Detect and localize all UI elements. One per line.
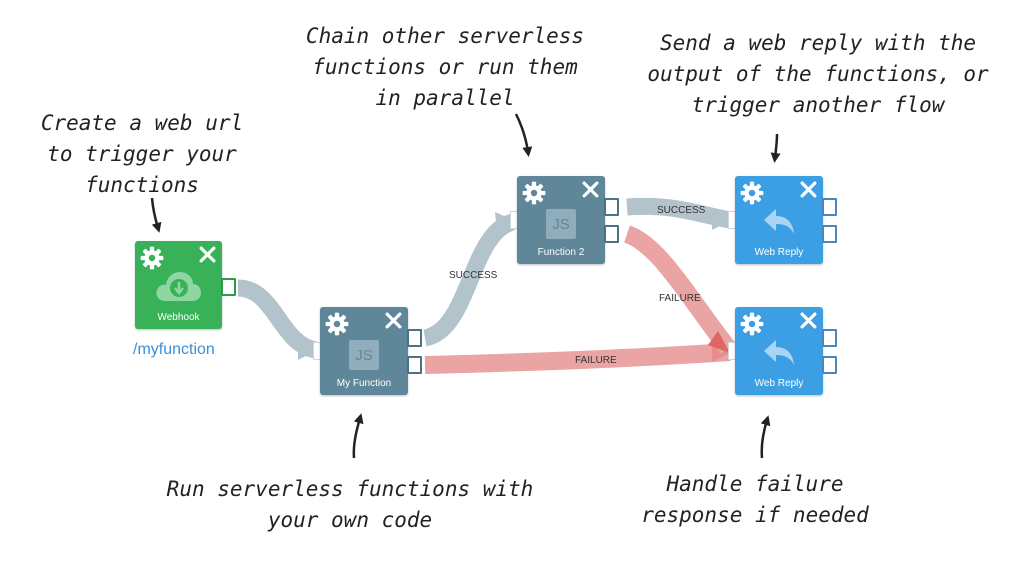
edge-label-success: SUCCESS — [657, 205, 706, 216]
close-icon[interactable] — [800, 181, 817, 198]
annotation-failure: Handle failure response if needed — [630, 469, 880, 531]
annotation-line: trigger another flow — [691, 93, 945, 117]
gear-icon[interactable] — [139, 245, 165, 271]
annotation-arrow-webhook — [150, 197, 162, 233]
edge-arrowhead — [298, 340, 318, 360]
gear-icon[interactable] — [739, 180, 765, 206]
annotation-line: Send a web reply with the — [659, 31, 977, 55]
js-icon: JS — [546, 209, 576, 239]
annotation-arrow-chain — [514, 113, 533, 157]
output-port-failure[interactable] — [407, 356, 422, 374]
annotation-line: Run serverless functions with — [166, 477, 534, 501]
output-port[interactable] — [822, 225, 837, 243]
close-icon[interactable] — [199, 246, 216, 263]
annotation-arrow-reply — [770, 133, 781, 163]
node-label: Web Reply — [754, 378, 804, 389]
edge-label-failure: FAILURE — [575, 355, 617, 366]
edge-arrowhead — [708, 331, 730, 353]
annotation-arrow-failure — [760, 415, 771, 459]
annotation-line: response if needed — [641, 503, 869, 527]
node-label: Web Reply — [754, 247, 804, 258]
webhook-node[interactable]: Webhook — [135, 241, 222, 329]
annotation-line: Handle failure — [666, 472, 844, 496]
annotation-line: functions or run them — [312, 55, 578, 79]
annotation-arrow-run — [352, 413, 364, 459]
annotation-run: Run serverless functions with your own c… — [150, 474, 550, 536]
close-icon[interactable] — [800, 312, 817, 329]
my-function-node[interactable]: JS My Function — [320, 307, 408, 395]
cloud-download-icon — [156, 272, 201, 301]
output-port[interactable] — [221, 278, 236, 296]
node-label: Function 2 — [537, 247, 585, 258]
annotation-line: to trigger your — [47, 142, 237, 166]
reply-arrow-icon — [764, 209, 794, 234]
node-label: Webhook — [157, 312, 200, 323]
gear-icon[interactable] — [521, 180, 547, 206]
annotation-line: Chain other serverless — [305, 24, 585, 48]
annotation-line: Create a web url — [40, 111, 244, 135]
js-icon: JS — [349, 340, 379, 370]
node-label: My Function — [336, 378, 392, 389]
webhook-url-link[interactable]: /myfunction — [133, 341, 215, 358]
annotation-line: output of the functions, or — [647, 62, 989, 86]
close-icon[interactable] — [385, 312, 402, 329]
annotation-line: in parallel — [375, 86, 515, 110]
edge-label-success: SUCCESS — [449, 270, 498, 281]
gear-icon[interactable] — [739, 311, 765, 337]
edge-failure-function2-to-reply2 — [623, 225, 736, 354]
gear-icon[interactable] — [324, 311, 350, 337]
edge-arrowhead — [712, 210, 732, 230]
web-reply-success-node[interactable]: Web Reply — [735, 176, 823, 264]
edge-failure-myfunction-to-reply2 — [424, 343, 731, 374]
edge-label-failure: FAILURE — [659, 293, 701, 304]
edge-webhook-to-myfunction — [236, 279, 319, 359]
annotation-line: your own code — [267, 508, 433, 532]
output-port-success[interactable] — [407, 329, 422, 347]
annotation-chain: Chain other serverless functions or run … — [300, 21, 590, 114]
output-port-failure[interactable] — [604, 225, 619, 243]
function2-node[interactable]: JS Function 2 — [517, 176, 605, 264]
close-icon[interactable] — [582, 181, 599, 198]
annotation-webhook: Create a web url to trigger your functio… — [22, 108, 262, 201]
annotation-reply: Send a web reply with the output of the … — [628, 28, 1008, 121]
output-port[interactable] — [822, 329, 837, 347]
annotation-line: functions — [85, 173, 199, 197]
web-reply-failure-node[interactable]: Web Reply — [735, 307, 823, 395]
reply-arrow-icon — [764, 340, 794, 365]
output-port[interactable] — [822, 356, 837, 374]
edge-arrowhead — [495, 212, 515, 232]
output-port[interactable] — [822, 198, 837, 216]
output-port-success[interactable] — [604, 198, 619, 216]
